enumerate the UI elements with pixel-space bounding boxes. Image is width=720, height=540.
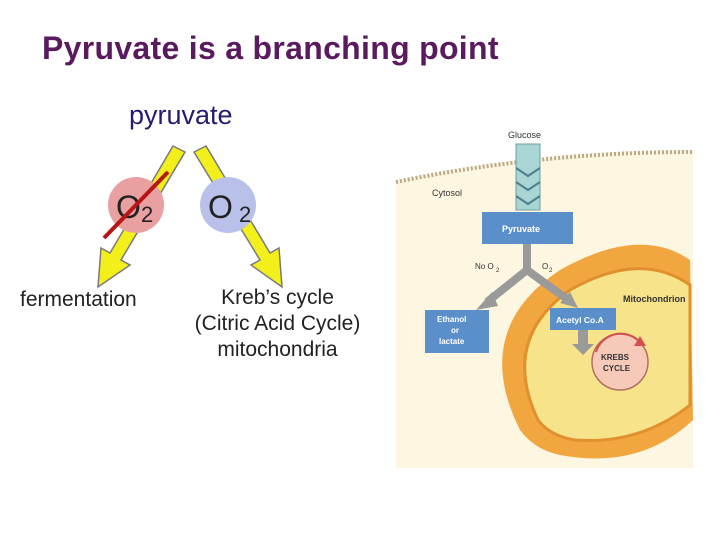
o2-label: O: [542, 262, 548, 271]
svg-text:Acetyl Co.A: Acetyl Co.A: [556, 315, 604, 325]
cytosol-label: Cytosol: [432, 188, 462, 198]
pathway-figure: Glucose Cytosol Pyruvate No O 2 O 2 Mito…: [395, 130, 694, 468]
svg-text:Ethanol: Ethanol: [437, 315, 466, 324]
krebs-line-3: mitochondria: [217, 338, 338, 361]
krebs-cycle-label: Kreb’s cycle (Citric Acid Cycle) mitocho…: [170, 285, 385, 363]
pyruvate-box-label: Pyruvate: [502, 224, 540, 234]
o2-right-text: O: [208, 189, 233, 225]
page-title: Pyruvate is a branching point: [42, 30, 499, 66]
svg-text:CYCLE: CYCLE: [603, 364, 631, 373]
fermentation-label: fermentation: [20, 288, 137, 311]
o2-left-subscript: 2: [141, 202, 153, 227]
glucose-label: Glucose: [508, 130, 541, 140]
krebs-line-1: Kreb’s cycle: [221, 286, 334, 309]
oxygen-symbol: O 2: [200, 177, 256, 233]
svg-text:KREBS: KREBS: [601, 353, 630, 362]
pyruvate-label: pyruvate: [129, 100, 233, 130]
no-o2-label: No O: [475, 262, 494, 271]
o2-right-subscript: 2: [239, 202, 251, 227]
o2-branch: [524, 266, 571, 304]
ethanol-box: [425, 310, 489, 353]
no-oxygen-symbol: O 2: [102, 170, 170, 240]
acetyl-coa-box: [550, 308, 616, 330]
cross-line: [102, 170, 170, 240]
pyruvate-box: [482, 212, 573, 244]
mitochondrion-label: Mitochondrion: [623, 294, 686, 304]
svg-text:2: 2: [496, 268, 500, 274]
krebs-line-2: (Citric Acid Cycle): [194, 312, 361, 335]
svg-text:lactate: lactate: [439, 337, 465, 346]
svg-text:or: or: [451, 326, 459, 335]
svg-text:2: 2: [549, 268, 553, 274]
